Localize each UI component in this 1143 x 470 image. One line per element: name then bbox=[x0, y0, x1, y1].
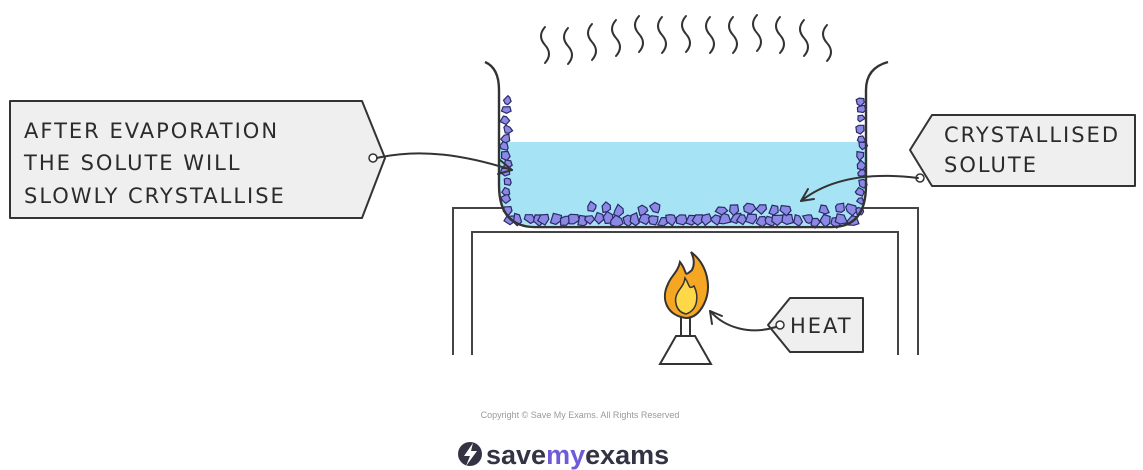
crystal bbox=[503, 124, 514, 134]
crystal bbox=[700, 213, 713, 227]
lightning-bolt-icon bbox=[458, 442, 482, 466]
crystal bbox=[637, 204, 649, 217]
crystal bbox=[501, 150, 511, 162]
crystal bbox=[854, 186, 865, 197]
evaporation-label-line2: THE SOLUTE WILL bbox=[23, 151, 242, 175]
annotation-arrows bbox=[376, 152, 919, 332]
logo-exams: exams bbox=[585, 440, 669, 470]
crystal bbox=[801, 214, 815, 225]
crystal bbox=[744, 213, 758, 225]
evaporating-basin bbox=[484, 60, 889, 229]
crystal bbox=[818, 204, 830, 215]
burner bbox=[658, 316, 713, 365]
logo-my: my bbox=[546, 440, 585, 470]
crystal bbox=[503, 177, 512, 186]
evaporation-label-tag: AFTER EVAPORATION THE SOLUTE WILL SLOWLY… bbox=[9, 100, 386, 219]
crystal bbox=[647, 215, 659, 226]
crystal bbox=[793, 214, 804, 227]
crystal bbox=[718, 212, 732, 225]
logo-save: save bbox=[486, 440, 546, 470]
steam-wisps bbox=[540, 14, 832, 65]
crystal bbox=[856, 104, 867, 114]
crystal bbox=[648, 201, 661, 214]
evaporation-label-line3: SLOWLY CRYSTALLISE bbox=[24, 184, 286, 208]
heat-label-tag: HEAT bbox=[767, 297, 864, 353]
svg-text:savemyexams: savemyexams bbox=[486, 440, 669, 470]
crystal bbox=[675, 214, 688, 226]
crystal bbox=[593, 211, 605, 225]
solute-crystals bbox=[499, 94, 869, 229]
crystal bbox=[834, 202, 846, 214]
crystal bbox=[856, 150, 865, 162]
save-my-exams-logo: savemyexams bbox=[458, 440, 669, 470]
crystal bbox=[855, 197, 865, 205]
crystal bbox=[845, 203, 859, 217]
crystal bbox=[857, 114, 867, 123]
crystallised-solute-label-tag: CRYSTALLISED SOLUTE bbox=[909, 114, 1136, 187]
crystal bbox=[728, 204, 740, 217]
crystal bbox=[583, 215, 596, 225]
crystal bbox=[735, 214, 747, 226]
crystallised-label-line2: SOLUTE bbox=[944, 153, 1038, 177]
crystal bbox=[755, 204, 768, 216]
crystal bbox=[781, 213, 795, 226]
crystal bbox=[768, 204, 779, 216]
crystal bbox=[834, 213, 849, 225]
crystal bbox=[587, 200, 597, 212]
crystal bbox=[549, 212, 563, 226]
crystal bbox=[709, 214, 722, 226]
arrow-to-crystals bbox=[800, 174, 919, 202]
solution-liquid bbox=[499, 142, 866, 225]
copyright-text: Copyright © Save My Exams. All Rights Re… bbox=[481, 410, 680, 420]
crystal bbox=[714, 206, 729, 216]
crystal bbox=[612, 203, 625, 218]
flame-icon bbox=[663, 251, 709, 320]
crystal bbox=[665, 213, 677, 227]
crystallised-label-line1: CRYSTALLISED bbox=[944, 123, 1120, 147]
crystal bbox=[779, 204, 792, 217]
evaporation-label-line1: AFTER EVAPORATION bbox=[24, 119, 279, 143]
crystal bbox=[536, 213, 550, 226]
arrow-to-flame bbox=[709, 310, 777, 332]
crystal bbox=[855, 97, 865, 107]
crystal bbox=[500, 106, 512, 114]
crystal bbox=[638, 212, 652, 226]
crystal bbox=[499, 115, 511, 126]
heat-label: HEAT bbox=[790, 314, 853, 338]
crystal bbox=[855, 124, 865, 135]
crystal bbox=[502, 94, 512, 106]
crystal bbox=[567, 213, 580, 225]
arrow-to-solution bbox=[376, 152, 513, 171]
crystal bbox=[742, 202, 757, 215]
crystal bbox=[601, 201, 612, 214]
crystal bbox=[629, 211, 640, 227]
